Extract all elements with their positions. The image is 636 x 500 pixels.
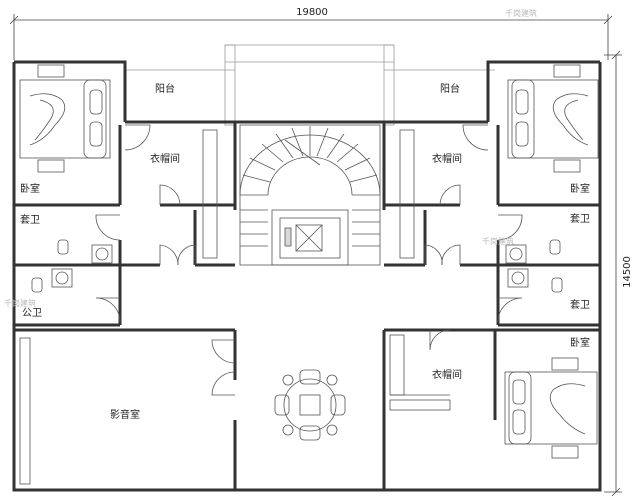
- label-closet-bottom-right: 衣帽间: [432, 368, 462, 381]
- doors: [95, 124, 523, 396]
- interior-walls-left: [14, 125, 237, 490]
- label-ensuite-right-1: 套卫: [570, 212, 590, 225]
- dimension-width: 19800: [9, 7, 613, 60]
- label-theater: 影音室: [110, 408, 140, 421]
- label-balcony-right: 阳台: [440, 82, 460, 95]
- label-public-bath: 公卫: [22, 308, 42, 319]
- watermark-left: 千岗建筑: [4, 298, 36, 308]
- closet-shelves: [202, 129, 451, 411]
- round-table: [274, 369, 346, 441]
- width-dimension-label: 19800: [296, 7, 328, 18]
- label-ensuite-left: 套卫: [20, 213, 40, 226]
- label-closet-right: 衣帽间: [432, 152, 462, 165]
- label-bedroom-bottom-right: 卧室: [570, 336, 590, 349]
- bathroom-fixtures: [31, 239, 563, 293]
- label-bedroom-top-left: 卧室: [20, 182, 40, 195]
- label-balcony-left: 阳台: [155, 82, 175, 95]
- interior-walls-right: [382, 125, 600, 490]
- label-bedroom-top-right: 卧室: [570, 182, 590, 195]
- watermark-right: 千岗建筑: [482, 236, 514, 246]
- staircase: [239, 124, 381, 266]
- theater-screen: [19, 337, 31, 485]
- bed-top-left: [19, 64, 111, 173]
- bed-top-right: [507, 64, 599, 173]
- label-ensuite-right-2: 套卫: [570, 298, 590, 311]
- balcony-outlines: [125, 44, 495, 126]
- height-dimension-label: 14500: [622, 256, 633, 288]
- label-closet-left: 衣帽间: [150, 152, 180, 165]
- watermark-top-right: 千岗建筑: [505, 8, 537, 18]
- dimension-height: 14500: [604, 50, 633, 497]
- outer-walls: [12, 60, 602, 492]
- bed-bottom-right: [504, 357, 598, 459]
